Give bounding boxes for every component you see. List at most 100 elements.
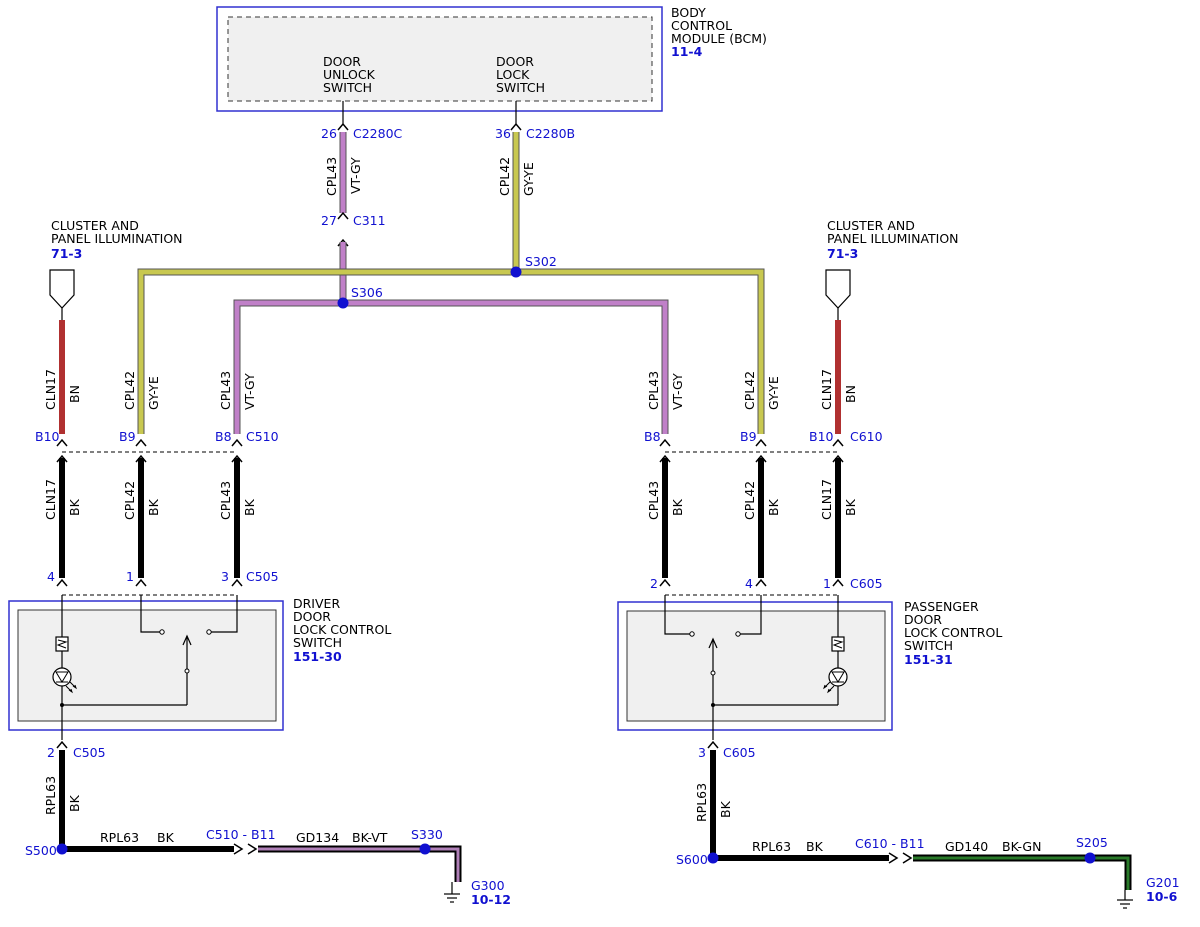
splice-s600-dot[interactable] [707, 852, 719, 864]
svg-text:GD134: GD134 [296, 830, 339, 845]
svg-text:SWITCH: SWITCH [904, 638, 953, 653]
ground-g300-ref-link[interactable]: 10-12 [471, 892, 511, 907]
svg-text:CPL43: CPL43 [218, 481, 233, 520]
svg-text:C2280C: C2280C [353, 126, 403, 141]
svg-text:CLN17: CLN17 [819, 479, 834, 520]
svg-text:CPL43: CPL43 [324, 157, 339, 196]
svg-text:UNLOCK: UNLOCK [323, 67, 376, 82]
svg-text:BK: BK [67, 794, 82, 812]
bcm-ref-link[interactable]: 11-4 [671, 44, 703, 59]
driver-switch-label: DRIVER [293, 596, 340, 611]
svg-text:2: 2 [47, 745, 55, 760]
svg-text:BK: BK [766, 498, 781, 516]
svg-text:C605: C605 [850, 576, 883, 591]
resistor-icon [831, 636, 845, 652]
passenger-switch-label: PASSENGER [904, 599, 979, 614]
svg-text:2: 2 [650, 576, 658, 591]
wire-vt-gy-bus [233, 299, 669, 434]
svg-text:DOOR: DOOR [293, 609, 331, 624]
door-unlock-switch-label: DOOR [323, 54, 361, 69]
svg-text:CPL43: CPL43 [646, 481, 661, 520]
switch-contact-icon [159, 629, 165, 635]
svg-text:G201: G201 [1146, 875, 1180, 890]
svg-text:LOCK CONTROL: LOCK CONTROL [293, 622, 391, 637]
illumination-left-connector [49, 269, 75, 320]
passenger-switch-ref-link[interactable]: 151-31 [904, 652, 953, 667]
driver-switch-ref-link[interactable]: 151-30 [293, 649, 342, 664]
svg-text:CPL42: CPL42 [742, 371, 757, 410]
illumination-right-ref-link[interactable]: 71-3 [827, 246, 858, 261]
svg-text:BK: BK [843, 498, 858, 516]
svg-text:36: 36 [495, 126, 511, 141]
svg-text:VT-GY: VT-GY [670, 373, 685, 410]
svg-text:S600: S600 [676, 852, 708, 867]
svg-text:26: 26 [321, 126, 337, 141]
svg-text:SWITCH: SWITCH [323, 80, 372, 95]
svg-text:BK: BK [670, 498, 685, 516]
ground-g201-ref-link[interactable]: 10-6 [1146, 889, 1178, 904]
wire-gy-ye-bus [137, 268, 765, 434]
ground-g300-symbol [444, 882, 460, 903]
svg-text:C610: C610 [850, 429, 883, 444]
svg-text:C311: C311 [353, 213, 386, 228]
svg-text:27: 27 [321, 213, 337, 228]
splice-s302-dot[interactable] [510, 266, 522, 278]
svg-text:BK: BK [242, 498, 257, 516]
svg-text:GD140: GD140 [945, 839, 988, 854]
splice-s500-dot[interactable] [56, 843, 68, 855]
svg-text:CONTROL: CONTROL [671, 18, 732, 33]
passenger-door-lock-switch [617, 595, 893, 740]
bcm-label: BODY [671, 5, 706, 20]
svg-text:PANEL ILLUMINATION: PANEL ILLUMINATION [51, 231, 183, 246]
connector-arrow-icon [233, 843, 244, 855]
svg-text:1: 1 [126, 569, 134, 584]
svg-text:BK: BK [146, 498, 161, 516]
svg-text:B10: B10 [809, 429, 834, 444]
svg-text:C505: C505 [73, 745, 106, 760]
splice-s306-dot[interactable] [337, 297, 349, 309]
svg-text:VT-GY: VT-GY [242, 373, 257, 410]
svg-text:S330: S330 [411, 827, 443, 842]
svg-text:BK: BK [67, 498, 82, 516]
bcm-module: DOOR UNLOCK SWITCH DOOR LOCK SWITCH [216, 6, 663, 124]
svg-text:GY-YE: GY-YE [766, 376, 781, 410]
svg-text:CPL42: CPL42 [122, 481, 137, 520]
svg-text:BN: BN [67, 385, 82, 403]
svg-text:VT-GY: VT-GY [348, 157, 363, 194]
illumination-right-label: CLUSTER AND [827, 218, 915, 233]
svg-text:BN: BN [843, 385, 858, 403]
svg-text:CPL43: CPL43 [218, 371, 233, 410]
svg-text:4: 4 [47, 569, 55, 584]
svg-text:G300: G300 [471, 878, 505, 893]
svg-text:C2280B: C2280B [526, 126, 575, 141]
svg-text:CPL42: CPL42 [122, 371, 137, 410]
svg-text:CPL42: CPL42 [497, 157, 512, 196]
svg-text:PANEL ILLUMINATION: PANEL ILLUMINATION [827, 231, 959, 246]
driver-door-lock-switch [8, 595, 284, 740]
svg-text:MODULE (BCM): MODULE (BCM) [671, 31, 767, 46]
svg-text:S205: S205 [1076, 835, 1108, 850]
illumination-left-label: CLUSTER AND [51, 218, 139, 233]
svg-text:SWITCH: SWITCH [293, 635, 342, 650]
svg-text:B9: B9 [740, 429, 757, 444]
svg-text:RPL63: RPL63 [752, 839, 791, 854]
svg-text:CPL43: CPL43 [646, 371, 661, 410]
svg-text:BK-GN: BK-GN [1002, 839, 1041, 854]
illumination-left-ref-link[interactable]: 71-3 [51, 246, 82, 261]
svg-text:B8: B8 [215, 429, 232, 444]
splice-s205-dot[interactable] [1084, 852, 1096, 864]
svg-text:1: 1 [823, 576, 831, 591]
connector-arrow-icon [510, 122, 522, 131]
svg-text:BK-VT: BK-VT [352, 830, 388, 845]
svg-text:BK: BK [718, 800, 733, 818]
splice-s330-dot[interactable] [419, 843, 431, 855]
svg-text:S302: S302 [525, 254, 557, 269]
svg-text:4: 4 [745, 576, 753, 591]
svg-text:3: 3 [221, 569, 229, 584]
svg-text:C505: C505 [246, 569, 279, 584]
svg-text:3: 3 [698, 745, 706, 760]
svg-text:S500: S500 [25, 843, 57, 858]
svg-text:B8: B8 [644, 429, 661, 444]
illumination-right-connector [825, 269, 851, 320]
